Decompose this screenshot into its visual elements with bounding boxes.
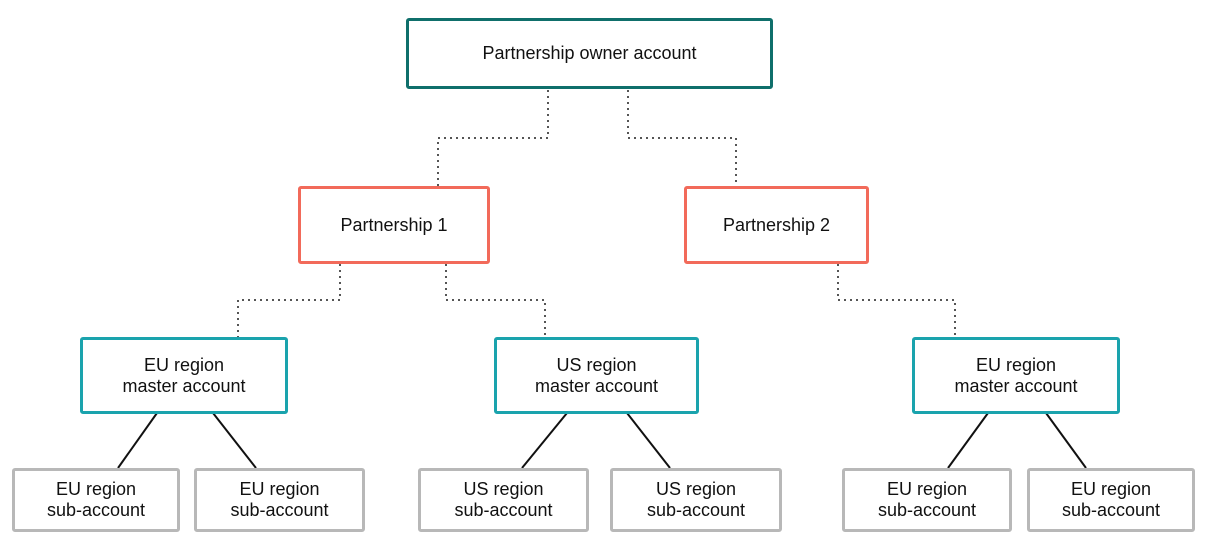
p1-us-master-line-1: US region bbox=[556, 354, 637, 375]
p2-eu-sub-account-b-box: EU region sub-account bbox=[1027, 468, 1195, 532]
p1-eu-sub-b-line-1: EU region bbox=[239, 479, 320, 499]
partnership-2-box: Partnership 2 bbox=[684, 186, 869, 264]
p1-eu-sub-a-line-1: EU region bbox=[55, 479, 137, 499]
connector-p1-us-master-to-sub-a bbox=[521, 412, 568, 469]
p1-eu-sub-account-b-box: EU region sub-account bbox=[194, 468, 365, 532]
p1-us-sub-account-b-box: US region sub-account bbox=[610, 468, 782, 532]
connector-p2-eu-master-to-sub-a bbox=[947, 412, 989, 469]
p2-eu-sub-b-line-2: sub-account bbox=[1061, 500, 1161, 520]
p1-us-sub-b-line-1: US region bbox=[655, 479, 737, 499]
partnership-2-label: Partnership 2 bbox=[722, 214, 831, 235]
p2-eu-master-line-2: master account bbox=[954, 375, 1078, 396]
connector-p1-eu-master-to-sub-b bbox=[212, 412, 257, 469]
connector-partnership-2-to-eu-master bbox=[837, 264, 956, 338]
p2-eu-sub-b-line-1: EU region bbox=[1070, 479, 1152, 499]
p1-us-sub-a-line-1: US region bbox=[463, 479, 544, 499]
partnership-1-box: Partnership 1 bbox=[298, 186, 490, 264]
p1-us-master-line-2: master account bbox=[534, 375, 659, 396]
p1-eu-region-master-account-box: EU region master account bbox=[80, 337, 288, 414]
connector-partnership-1-to-us-master bbox=[445, 264, 546, 338]
p1-us-sub-b-line-2: sub-account bbox=[646, 500, 746, 520]
partnership-1-label: Partnership 1 bbox=[340, 214, 448, 235]
p2-eu-region-master-account-box: EU region master account bbox=[912, 337, 1120, 414]
p2-eu-sub-a-line-1: EU region bbox=[886, 479, 968, 499]
p2-eu-sub-account-a-box: EU region sub-account bbox=[842, 468, 1012, 532]
p1-eu-sub-a-line-2: sub-account bbox=[46, 500, 146, 520]
p1-us-region-master-account-box: US region master account bbox=[494, 337, 699, 414]
p1-us-sub-account-a-box: US region sub-account bbox=[418, 468, 589, 532]
p1-us-sub-a-line-2: sub-account bbox=[454, 500, 553, 520]
p2-eu-master-line-1: EU region bbox=[975, 354, 1057, 375]
connector-p1-eu-master-to-sub-a bbox=[117, 412, 158, 469]
p1-eu-master-line-2: master account bbox=[122, 375, 246, 396]
connector-owner-to-partnership-1 bbox=[437, 90, 549, 186]
connector-p1-us-master-to-sub-b bbox=[626, 412, 671, 469]
p1-eu-sub-b-line-2: sub-account bbox=[230, 500, 329, 520]
p2-eu-sub-a-line-2: sub-account bbox=[877, 500, 977, 520]
connector-partnership-1-to-eu-master bbox=[237, 264, 341, 338]
partnership-owner-account-box: Partnership owner account bbox=[406, 18, 773, 89]
connector-owner-to-partnership-2 bbox=[627, 90, 737, 186]
partnership-owner-account-label: Partnership owner account bbox=[482, 43, 697, 63]
connector-p2-eu-master-to-sub-b bbox=[1045, 412, 1087, 469]
p1-eu-master-line-1: EU region bbox=[143, 354, 225, 375]
p1-eu-sub-account-a-box: EU region sub-account bbox=[12, 468, 180, 532]
